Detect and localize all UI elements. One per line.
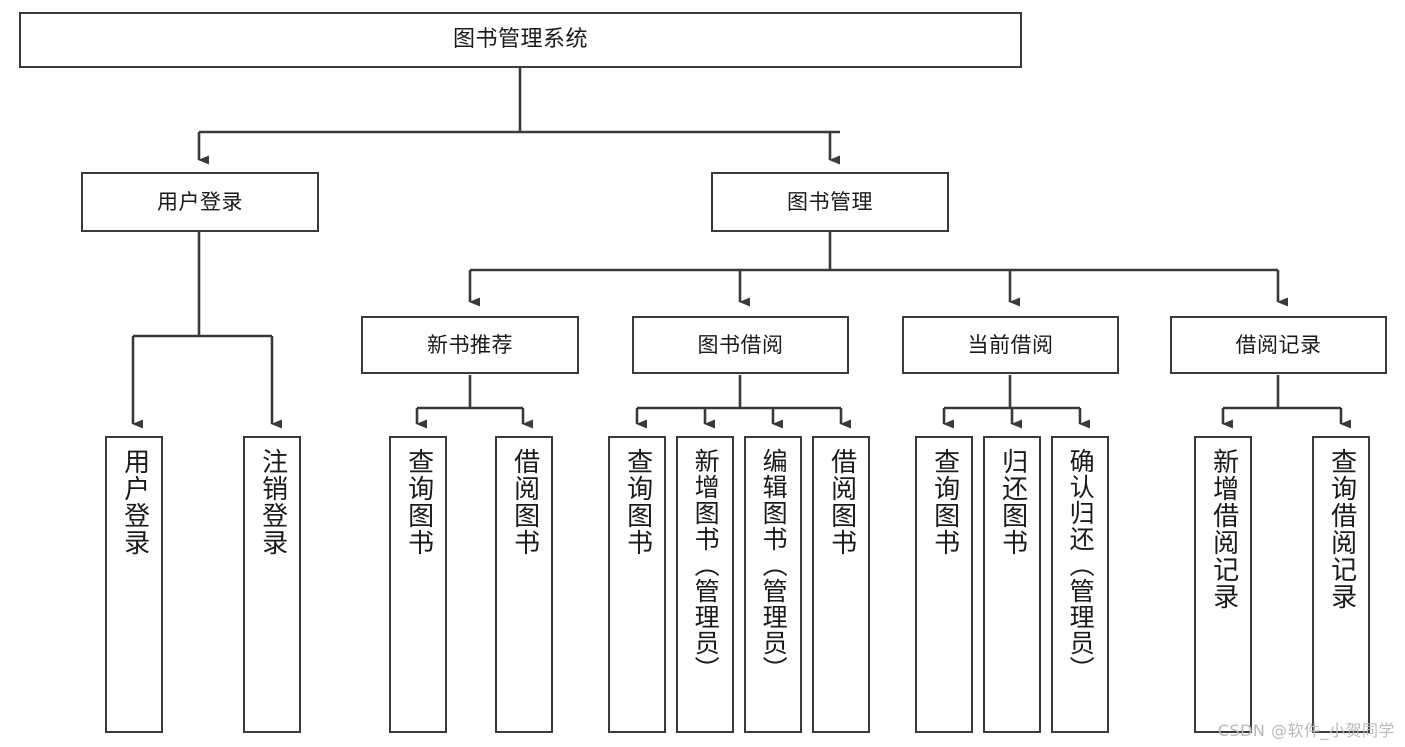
node-current-borrow[interactable]: 当前借阅 [902, 316, 1119, 374]
node-root-book-management-system[interactable]: 图书管理系统 [19, 12, 1022, 68]
node-label: 查询图书 [403, 448, 434, 556]
node-label: 归还图书 [997, 448, 1028, 556]
node-label: 用户登录 [119, 448, 150, 556]
node-label: 图书借阅 [697, 332, 784, 357]
leaf-add-borrow-record[interactable]: 新增借阅记录 [1194, 436, 1252, 733]
leaf-query-book-borrow[interactable]: 查询图书 [608, 436, 666, 733]
node-label: 新增图书（管理员） [691, 448, 721, 682]
leaf-query-borrow-record[interactable]: 查询借阅记录 [1312, 436, 1370, 733]
node-label: 查询图书 [622, 448, 653, 556]
node-label: 图书管理系统 [452, 27, 588, 53]
node-label: 查询图书 [929, 448, 960, 556]
node-label: 借阅图书 [826, 448, 857, 556]
leaf-edit-book-admin[interactable]: 编辑图书（管理员） [744, 436, 802, 733]
leaf-query-book-new-recommend[interactable]: 查询图书 [389, 436, 447, 733]
leaf-query-book-current[interactable]: 查询图书 [915, 436, 973, 733]
leaf-borrow-book-new-recommend[interactable]: 借阅图书 [495, 436, 553, 733]
node-book-management[interactable]: 图书管理 [711, 172, 949, 232]
leaf-return-book[interactable]: 归还图书 [983, 436, 1041, 733]
node-borrow-record[interactable]: 借阅记录 [1170, 316, 1387, 374]
leaf-borrow-book-borrow[interactable]: 借阅图书 [812, 436, 870, 733]
node-label: 新书推荐 [427, 332, 513, 357]
leaf-confirm-return-admin[interactable]: 确认归还（管理员） [1051, 436, 1109, 733]
node-label: 注销登录 [257, 448, 288, 556]
watermark-text: CSDN @软件_小贺同学 [1217, 721, 1395, 740]
leaf-logout-login[interactable]: 注销登录 [243, 436, 301, 733]
node-label: 借阅记录 [1235, 332, 1322, 357]
node-label: 查询借阅记录 [1326, 448, 1357, 610]
node-new-book-recommend[interactable]: 新书推荐 [361, 316, 579, 374]
node-label: 确认归还（管理员） [1066, 448, 1096, 682]
node-label: 用户登录 [157, 189, 243, 214]
leaf-add-book-admin[interactable]: 新增图书（管理员） [676, 436, 734, 733]
node-label: 新增借阅记录 [1208, 448, 1239, 610]
leaf-user-login[interactable]: 用户登录 [105, 436, 163, 733]
node-user-login[interactable]: 用户登录 [81, 172, 319, 232]
node-label: 图书管理 [787, 189, 873, 214]
node-book-borrow[interactable]: 图书借阅 [632, 316, 849, 374]
node-label: 当前借阅 [967, 332, 1054, 357]
node-label: 编辑图书（管理员） [759, 448, 789, 682]
node-label: 借阅图书 [509, 448, 540, 556]
